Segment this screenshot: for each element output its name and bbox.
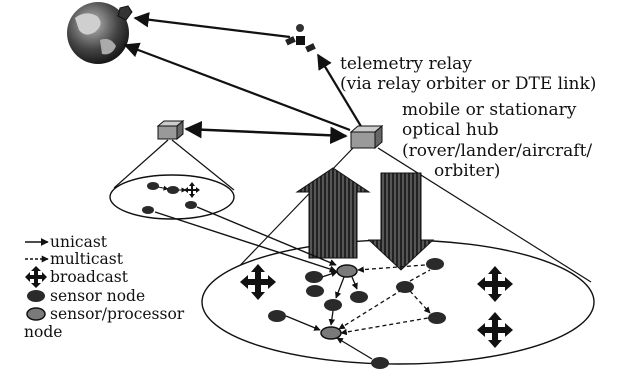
- hub-to-hub-arrow: [184, 120, 348, 145]
- legend-processor-node-icon: [26, 307, 46, 321]
- uplink-arrow: [295, 167, 371, 259]
- small-cluster-region: [109, 174, 235, 220]
- satellite-icon: [285, 24, 316, 53]
- unicast-link-1: [154, 211, 337, 273]
- legend-unicast-label: unicast: [50, 233, 108, 251]
- optical-hub-icon: [349, 124, 384, 150]
- legend-symbols: [25, 238, 49, 321]
- hub-label-line3: (rover/lander/aircraft/: [402, 141, 593, 161]
- telemetry-label-line1: telemetry relay: [340, 54, 472, 74]
- satellite-to-earth-arrow: [133, 12, 291, 39]
- legend-sensor-node-label: sensor node: [50, 287, 146, 305]
- processor-node: [320, 326, 342, 340]
- legend-multicast-label: multicast: [50, 250, 123, 268]
- legend-broadcast-label: broadcast: [50, 268, 128, 286]
- small-cone-right: [171, 139, 235, 191]
- small-cone-left: [113, 139, 169, 189]
- legend-processor-node-label-2: node: [24, 323, 63, 341]
- small-cluster-nodes: [142, 182, 200, 214]
- main-cluster-nodes: [240, 258, 513, 369]
- legend-processor-node-label: sensor/processor: [50, 305, 185, 323]
- hub-label-line4: orbiter): [434, 161, 501, 181]
- small-optical-hub-icon: [156, 119, 185, 141]
- telemetry-label-line2: (via relay orbiter or DTE link): [340, 74, 597, 94]
- main-cluster-links: [285, 264, 431, 360]
- main-cone-right: [377, 147, 592, 283]
- legend-sensor-node-icon: [27, 290, 45, 302]
- hub-label-line2: optical hub: [402, 120, 499, 140]
- hub-to-earth-arrow: [123, 42, 351, 132]
- processor-node: [336, 264, 358, 278]
- unicast-link-2: [196, 206, 337, 266]
- hub-label-line1: mobile or stationary: [402, 100, 577, 120]
- hub-to-satellite-arrow: [317, 53, 363, 129]
- legend-broadcast-icon: [25, 266, 47, 288]
- earth-icon: [67, 2, 133, 64]
- downlink-arrow: [367, 172, 435, 271]
